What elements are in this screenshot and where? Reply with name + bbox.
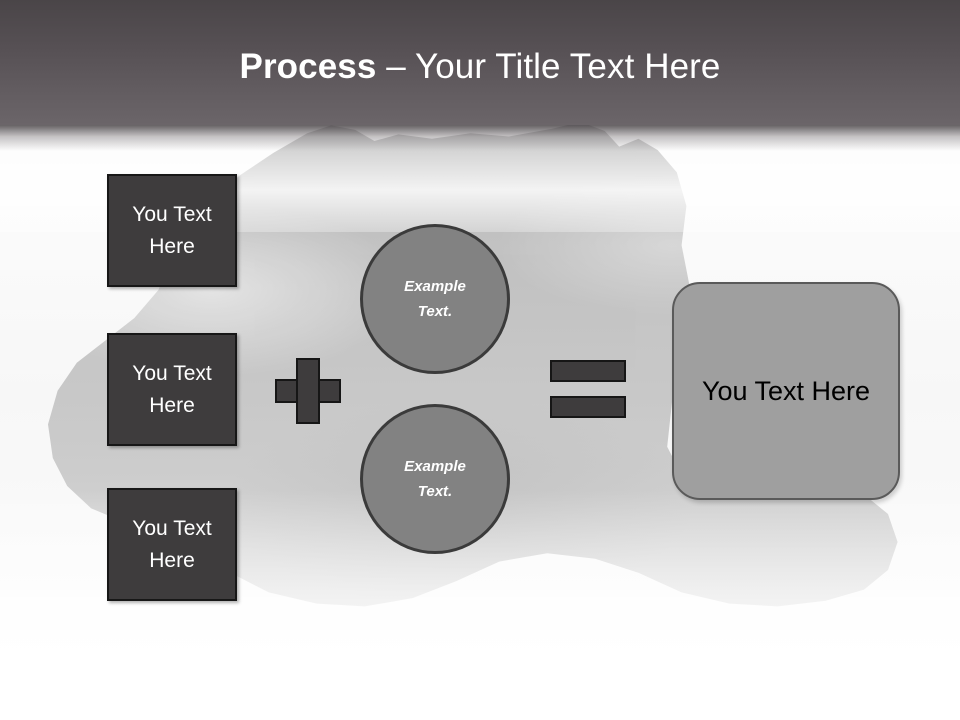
example-circle-1-line1: Example [404, 278, 466, 295]
page-title: Process – Your Title Text Here [0, 46, 960, 88]
input-box-1[interactable]: You Text Here [107, 174, 237, 287]
example-circle-2-line2: Text. [417, 483, 453, 500]
plus-operator-icon [275, 358, 341, 424]
input-box-1-line2: Here [149, 234, 195, 258]
example-circle-2[interactable]: Example Text. [360, 404, 510, 554]
input-box-2-line1: You Text [132, 361, 212, 385]
example-circle-1-line2: Text. [417, 303, 453, 320]
input-box-3-line1: You Text [132, 516, 212, 540]
equals-bottom-bar [550, 396, 626, 418]
example-circle-1[interactable]: Example Text. [360, 224, 510, 374]
equals-top-bar [550, 360, 626, 382]
plus-center-patch [298, 381, 318, 401]
input-box-2[interactable]: You Text Here [107, 333, 237, 446]
page-title-rest: – Your Title Text Here [376, 47, 721, 86]
header-shadow [0, 125, 960, 151]
example-circle-2-line1: Example [404, 458, 466, 475]
result-box[interactable]: You Text Here [672, 282, 900, 500]
result-box-label: You Text Here [701, 375, 871, 406]
input-box-1-line1: You Text [132, 202, 212, 226]
input-box-2-line2: Here [149, 393, 195, 417]
slide-header-bar [0, 0, 960, 125]
equals-operator-icon [550, 360, 626, 420]
input-box-3[interactable]: You Text Here [107, 488, 237, 601]
input-box-3-line2: Here [149, 548, 195, 572]
page-title-strong: Process [239, 47, 377, 86]
